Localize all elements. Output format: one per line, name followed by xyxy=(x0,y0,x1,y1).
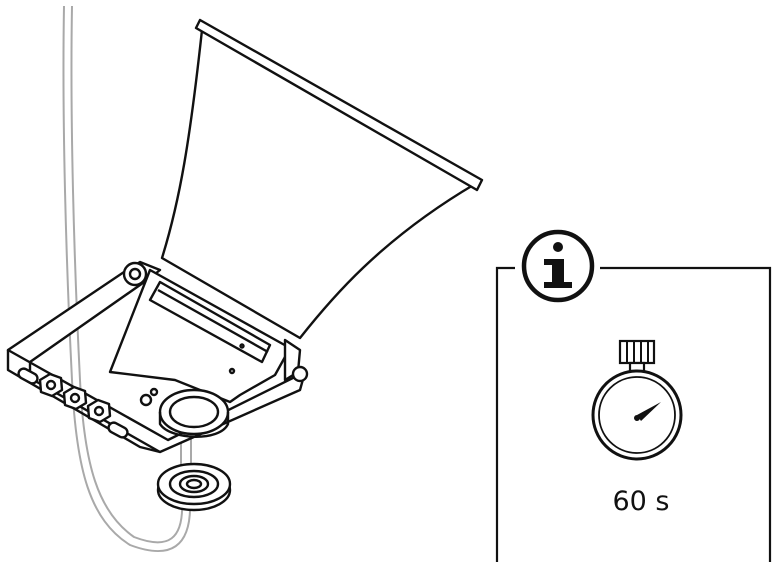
info-panel-frame xyxy=(495,266,772,562)
info-panel: 60 s xyxy=(495,229,772,562)
stopwatch-icon xyxy=(591,339,683,461)
info-icon xyxy=(521,229,595,303)
horn-speaker xyxy=(108,18,484,438)
gland-nut xyxy=(156,462,232,512)
duration-label: 60 s xyxy=(612,486,669,517)
mounting-bracket xyxy=(6,260,307,454)
